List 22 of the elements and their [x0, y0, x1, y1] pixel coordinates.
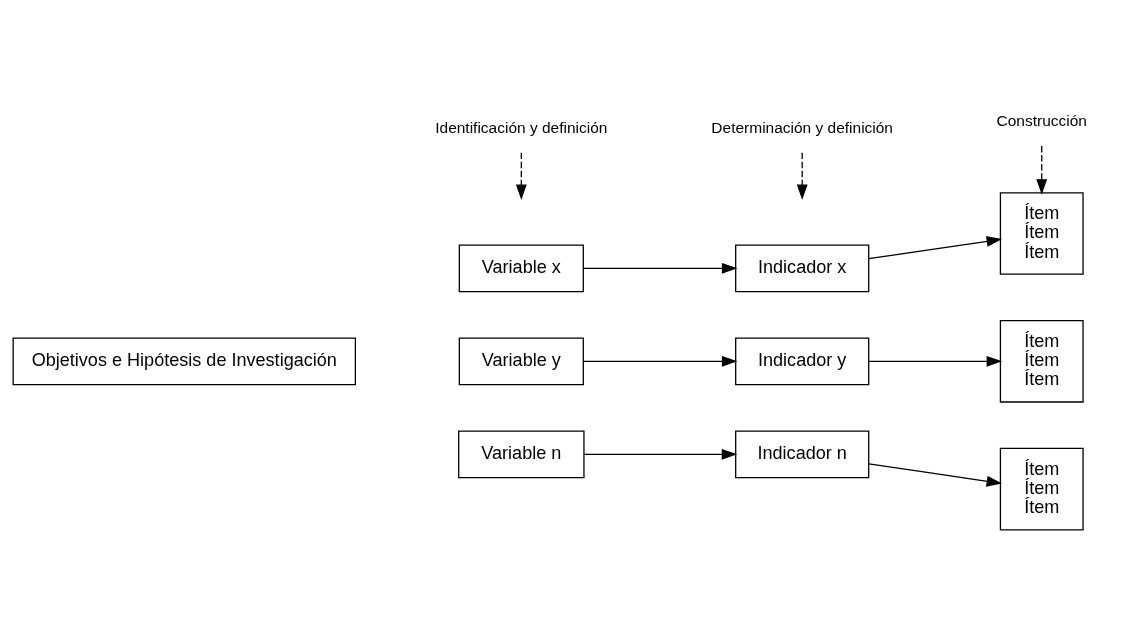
arrow [582, 262, 738, 274]
node-text: Identificación y definición [435, 118, 608, 136]
arrow [1036, 144, 1048, 195]
arrow [796, 151, 808, 200]
node-box: Ítem Ítem Ítem [999, 319, 1084, 403]
node-text: Determinación y definición [711, 118, 893, 136]
arrow [515, 151, 527, 200]
arrow [868, 462, 1003, 487]
arrow [583, 448, 738, 460]
node-box: Indicador n [735, 429, 870, 478]
node-box: Ítem Ítem Ítem [999, 447, 1084, 530]
node-box: Variable y [458, 336, 584, 385]
node-text: Construcción [996, 111, 1087, 129]
node-box: Indicador y [735, 336, 870, 385]
node-box: Variable x [458, 243, 584, 292]
node-box: Variable n [458, 429, 585, 478]
arrow [582, 355, 738, 367]
arrow [868, 235, 1003, 259]
node-box: Indicador x [735, 243, 870, 292]
node-box: Ítem Ítem Ítem [999, 191, 1084, 275]
arrow [868, 355, 1003, 367]
node-box: Objetivos e Hipótesis de Investigación [12, 336, 357, 385]
